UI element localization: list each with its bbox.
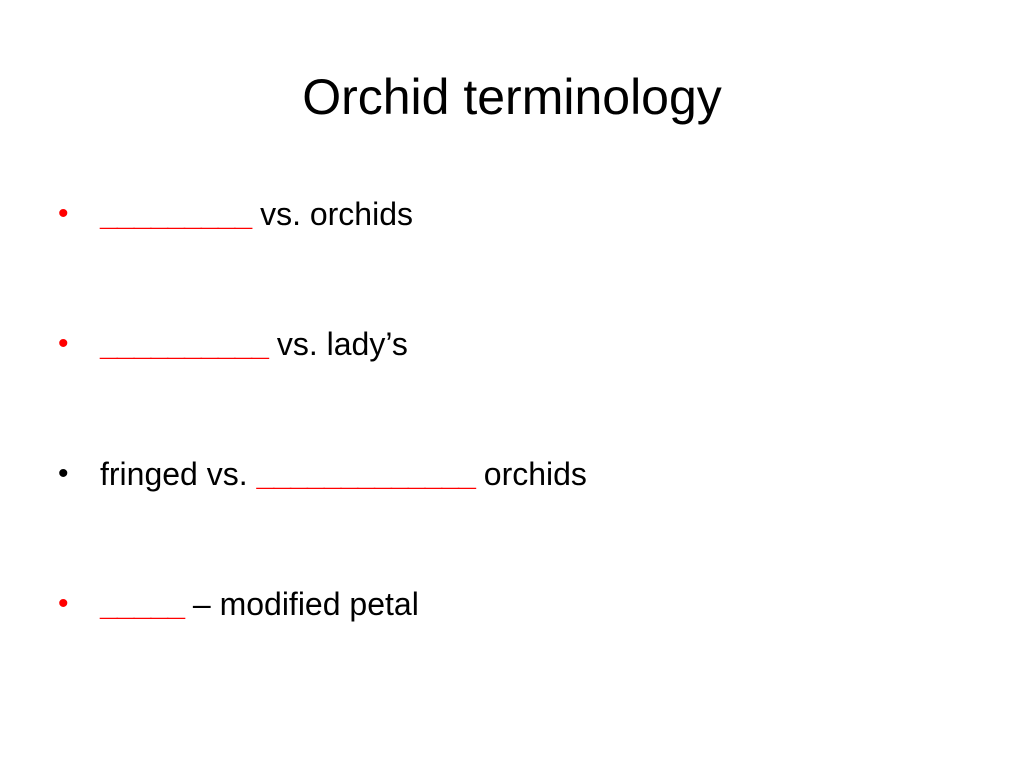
bullet-text: _____ – modified petal	[100, 576, 419, 632]
bullet-label: orchids	[474, 456, 587, 492]
bullet-icon: •	[58, 587, 69, 620]
bullet-icon: •	[58, 197, 69, 230]
bullet-text: __________ vs. lady’s	[100, 316, 408, 372]
bullet-icon: •	[58, 327, 69, 360]
bullet-item-3: • fringed vs. _____________ orchids	[58, 446, 978, 576]
fill-in-blank: _____________	[256, 456, 476, 492]
bullet-list: • _________ vs. orchids • __________ vs.…	[58, 186, 978, 706]
bullet-item-4: • _____ – modified petal	[58, 576, 978, 706]
bullet-icon: •	[58, 457, 69, 490]
bullet-item-2: • __________ vs. lady’s	[58, 316, 978, 446]
bullet-prefix: fringed vs.	[100, 456, 257, 492]
fill-in-blank: _____	[100, 586, 185, 622]
bullet-label: vs. orchids	[251, 196, 413, 232]
fill-in-blank: _________	[100, 196, 252, 232]
bullet-text: fringed vs. _____________ orchids	[100, 446, 587, 502]
bullet-label: vs. lady’s	[267, 326, 408, 362]
bullet-text: _________ vs. orchids	[100, 186, 413, 242]
bullet-label: – modified petal	[183, 586, 419, 622]
fill-in-blank: __________	[100, 326, 269, 362]
bullet-item-1: • _________ vs. orchids	[58, 186, 978, 316]
slide-title: Orchid terminology	[302, 69, 722, 125]
